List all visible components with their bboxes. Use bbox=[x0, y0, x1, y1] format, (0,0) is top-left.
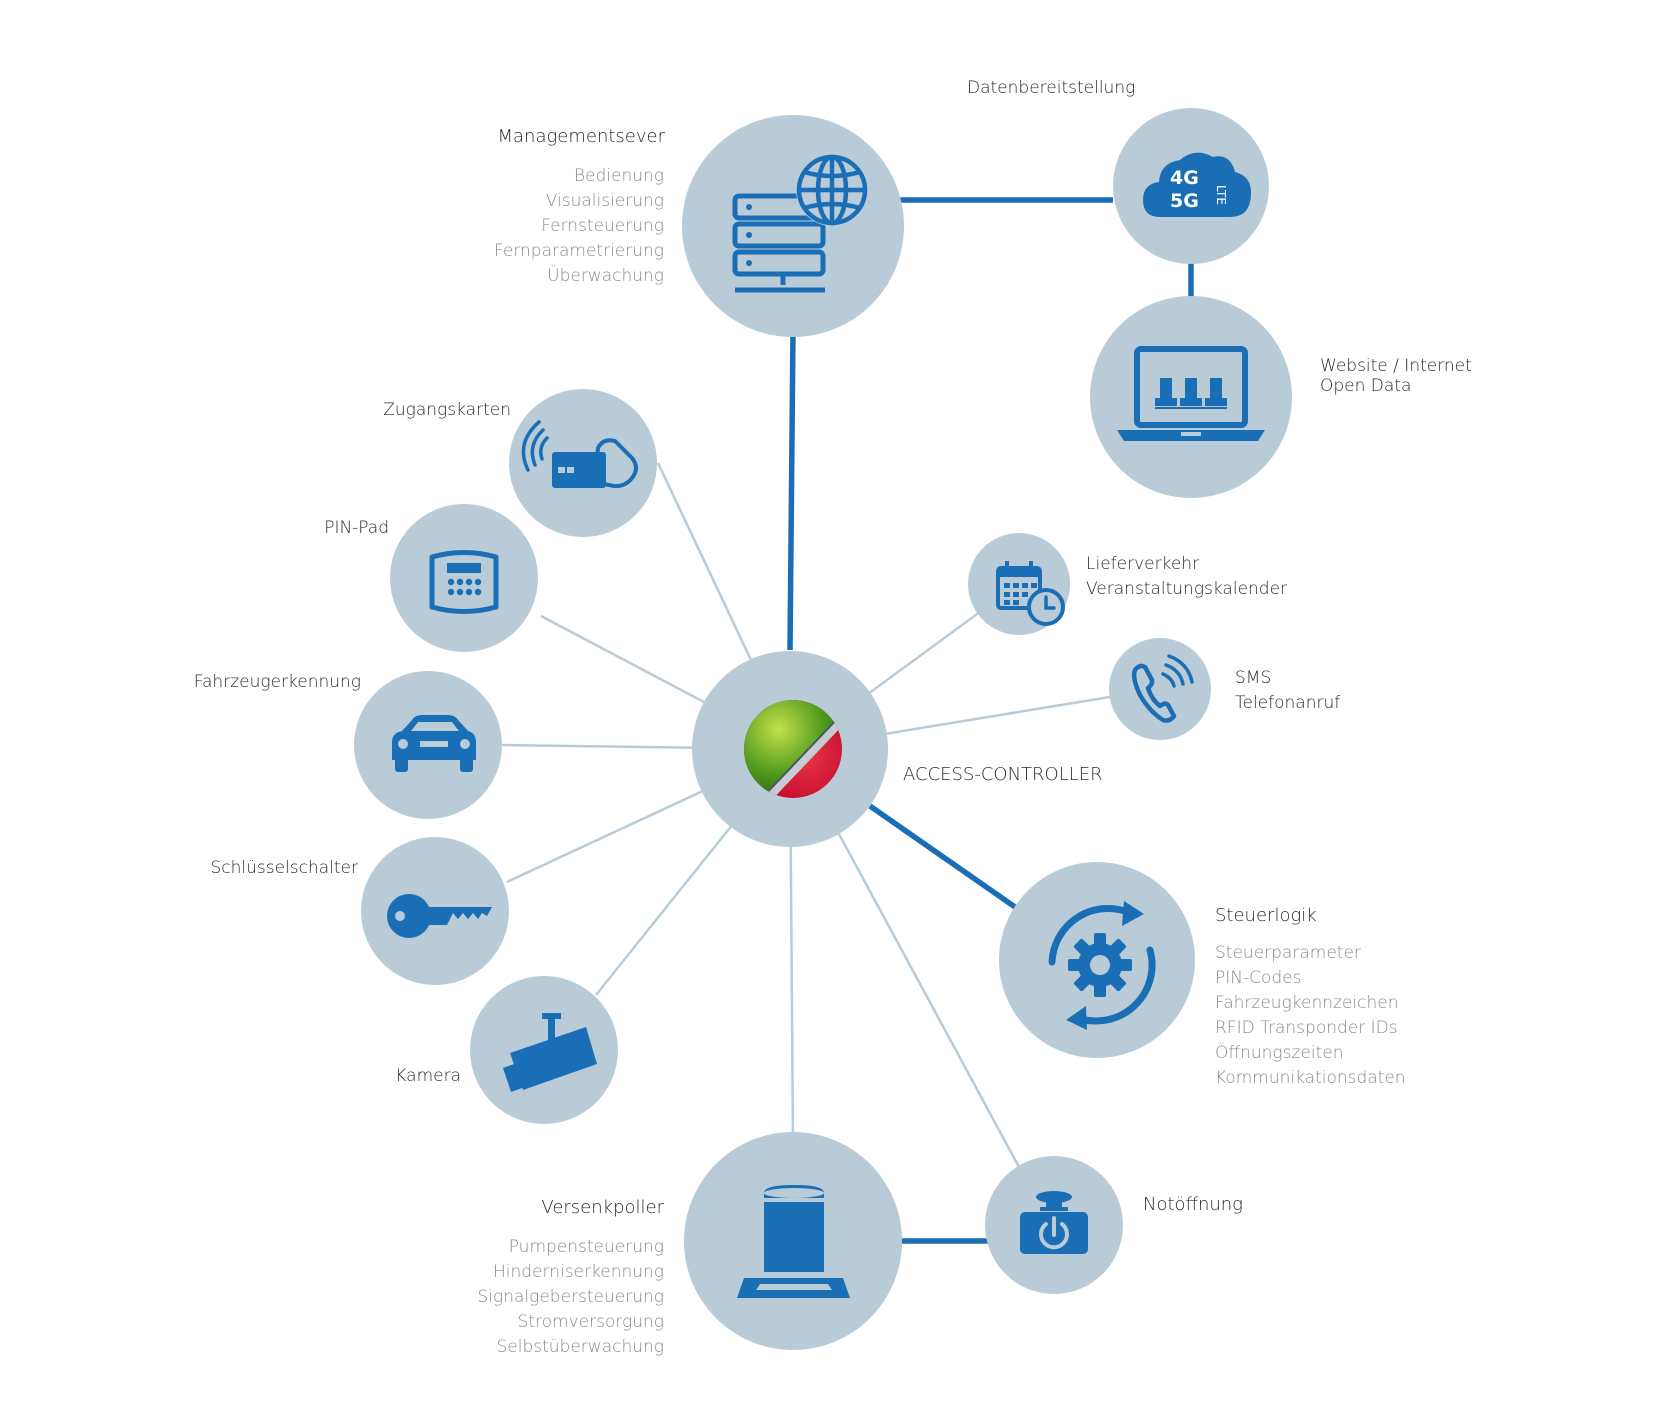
node-sms bbox=[1109, 638, 1211, 740]
versenkpoller-item: Signalgebersteuerung bbox=[477, 1287, 665, 1307]
notoeffnung-title: Notöffnung bbox=[1143, 1194, 1243, 1215]
website-line2: Open Data bbox=[1320, 376, 1412, 396]
versenkpoller-item: Hinderniserkennung bbox=[492, 1262, 664, 1282]
cloud-text-lte: LTE bbox=[1214, 185, 1228, 205]
versenkpoller-item: Pumpensteuerung bbox=[508, 1237, 664, 1257]
versenkpoller-item: Stromversorgung bbox=[517, 1312, 664, 1332]
management-item: Fernsteuerung bbox=[541, 216, 664, 236]
zugangskarten-title: Zugangskarten bbox=[383, 400, 511, 420]
management-title: Managementsever bbox=[497, 126, 665, 147]
server-globe-icon bbox=[732, 154, 868, 293]
website-line1: Website / Internet bbox=[1320, 356, 1472, 376]
phone-icon bbox=[1131, 654, 1194, 723]
lieferverkehr-line1: Lieferverkehr bbox=[1086, 554, 1200, 574]
rfid-card-icon bbox=[521, 420, 638, 489]
steuerlogik-item: Fahrzeugkennzeichen bbox=[1215, 993, 1399, 1013]
cloud-text-4g: 4G bbox=[1170, 167, 1199, 189]
laptop-icon bbox=[1117, 346, 1265, 441]
sms-line1: SMS bbox=[1235, 668, 1272, 688]
steuerlogik-item: PIN-Codes bbox=[1215, 968, 1302, 988]
steuerlogik-item: Öffnungszeiten bbox=[1215, 1043, 1344, 1063]
keypad-icon bbox=[429, 550, 499, 614]
steuerlogik-item: Kommunikationsdaten bbox=[1215, 1068, 1406, 1088]
access-controller-label: ACCESS-CONTROLLER bbox=[903, 764, 1103, 785]
camera-icon bbox=[503, 1013, 597, 1092]
cloud-4g-5g-lte-icon: 4G 5G LTE bbox=[1143, 152, 1252, 217]
gear-cycle-icon bbox=[1048, 901, 1156, 1030]
line-steuerlogik bbox=[868, 803, 1017, 910]
node-pin-pad bbox=[390, 504, 538, 652]
management-item: Überwachung bbox=[547, 266, 664, 286]
fahrzeugerkennung-title: Fahrzeugerkennung bbox=[193, 672, 361, 692]
schluesselschalter-title: Schlüsselschalter bbox=[210, 858, 358, 878]
versenkpoller-item: Selbstüberwachung bbox=[496, 1337, 665, 1357]
line-managementserver bbox=[787, 329, 796, 651]
steuerlogik-item: Steuerparameter bbox=[1215, 943, 1361, 963]
kamera-title: Kamera bbox=[395, 1066, 461, 1086]
car-icon bbox=[392, 715, 476, 772]
steuerlogik-item: RFID Transponder IDs bbox=[1215, 1018, 1398, 1038]
emergency-button-icon bbox=[1020, 1191, 1088, 1254]
datenbereitstellung-title: Datenbereitstellung bbox=[967, 78, 1136, 98]
management-item: Visualisierung bbox=[545, 191, 664, 211]
versenkpoller-title: Versenkpoller bbox=[541, 1197, 664, 1218]
sms-line2: Telefonanruf bbox=[1235, 693, 1341, 713]
access-controller-logo bbox=[744, 700, 842, 798]
key-icon bbox=[387, 894, 492, 938]
management-item: Bedienung bbox=[573, 166, 664, 186]
calendar-clock-icon bbox=[996, 561, 1065, 626]
management-item: Fernparametrierung bbox=[494, 241, 664, 261]
cloud-text-5g: 5G bbox=[1170, 190, 1199, 212]
steuerlogik-title: Steuerlogik bbox=[1215, 905, 1317, 926]
bollard-icon bbox=[737, 1185, 850, 1298]
lieferverkehr-line2: Veranstaltungskalender bbox=[1086, 579, 1288, 599]
pin-pad-title: PIN-Pad bbox=[324, 518, 389, 538]
